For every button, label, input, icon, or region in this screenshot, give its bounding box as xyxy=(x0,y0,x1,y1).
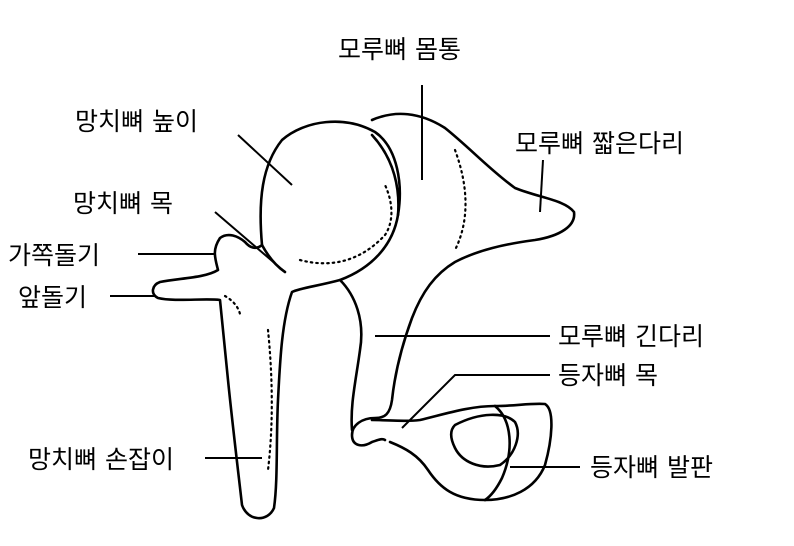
leader-incus-short-process xyxy=(539,159,544,213)
label-incus-long-process: 모루뼈 긴다리 xyxy=(558,322,704,351)
label-incus-body: 모루뼈 몸통 xyxy=(338,35,461,64)
label-malleus-neck: 망치뼈 목 xyxy=(73,189,173,218)
label-stapes-neck: 등자뼈 목 xyxy=(558,361,658,390)
label-incus-short-process: 모루뼈 짧은다리 xyxy=(515,129,684,158)
malleus-shape xyxy=(151,120,402,520)
label-stapes-footplate: 등자뼈 발판 xyxy=(590,453,713,482)
leader-malleus-head xyxy=(237,134,293,186)
leader-stapes-neck xyxy=(401,374,550,429)
incus-shape xyxy=(298,112,576,447)
label-malleus-head: 망치뼈 높이 xyxy=(75,107,198,136)
label-lateral-process: 가쪽돌기 xyxy=(8,241,100,270)
labels: 모루뼈 몸통 망치뼈 높이 모루뼈 짧은다리 망치뼈 목 가쪽돌기 앞돌기 모루… xyxy=(8,35,713,482)
label-malleus-handle: 망치뼈 손잡이 xyxy=(28,445,174,474)
leader-lines xyxy=(110,85,580,468)
leader-malleus-neck xyxy=(214,211,286,273)
stapes-shape xyxy=(370,402,553,502)
label-anterior-process: 앞돌기 xyxy=(18,283,87,312)
